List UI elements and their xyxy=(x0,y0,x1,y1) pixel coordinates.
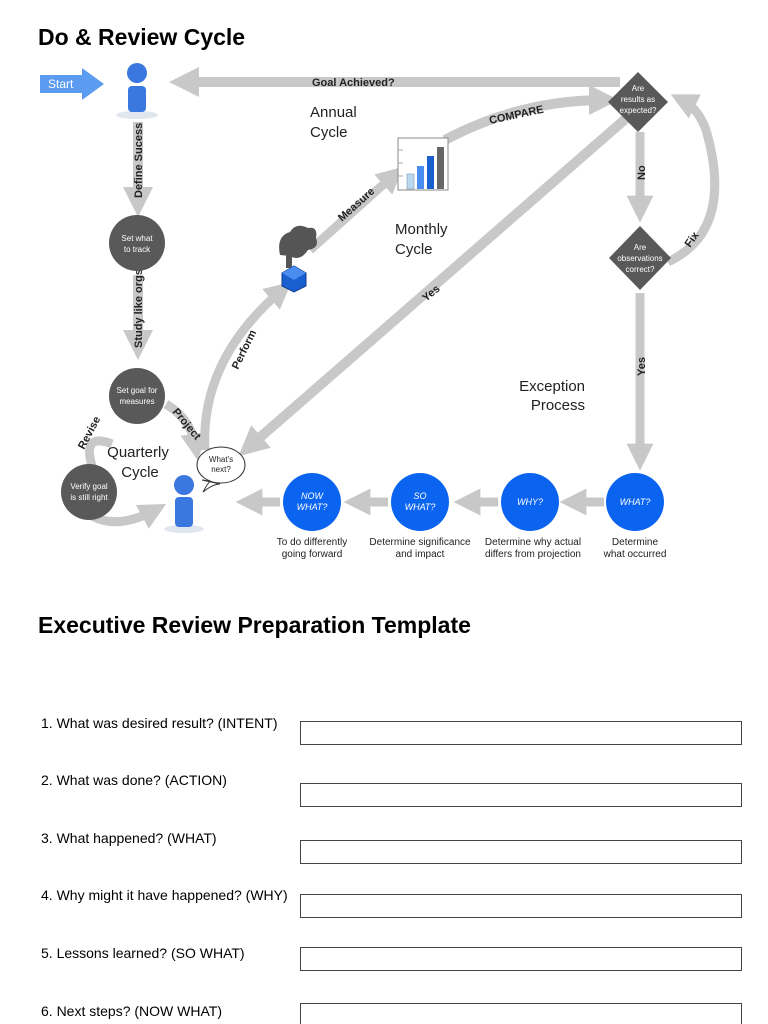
start-arrow: Start xyxy=(40,68,104,100)
monthly-cycle-line1: Monthly xyxy=(395,221,448,238)
caption-why-2: differs from projection xyxy=(485,549,581,560)
set-goal-line2: measures xyxy=(119,397,154,406)
node-verify-goal: Verify goal is still right xyxy=(61,464,117,520)
what-line1: WHAT? xyxy=(620,497,651,507)
exception-process-line1: Exception xyxy=(519,378,585,395)
whats-next-bubble: What's next? xyxy=(196,446,246,493)
step-what: WHAT? xyxy=(606,473,664,531)
why-line1: WHY? xyxy=(517,497,543,507)
measure-arrow xyxy=(307,166,404,254)
results-expected-line2: results as xyxy=(621,95,655,104)
set-what-line2: to track xyxy=(124,245,151,254)
whats-next-line1: What's xyxy=(209,455,233,464)
node-set-what-to-track: Set what to track xyxy=(109,215,165,271)
quarterly-cycle-line1: Quarterly xyxy=(107,444,169,461)
question-3-field[interactable] xyxy=(300,840,742,864)
yes-down-label: Yes xyxy=(636,357,648,376)
caption-so-what-1: Determine significance xyxy=(369,537,471,548)
page-title: Do & Review Cycle xyxy=(38,24,246,50)
question-6-field[interactable] xyxy=(300,1003,742,1024)
define-success-label: Define Sucess xyxy=(133,123,145,198)
caption-now-what-1: To do differently xyxy=(277,537,347,548)
question-3-label: 3. What happened? (WHAT) xyxy=(41,830,217,846)
perform-arrow xyxy=(200,281,292,451)
set-what-line1: Set what xyxy=(121,234,153,243)
project-arrow xyxy=(163,400,208,461)
measure-label: Measure xyxy=(336,185,377,224)
step-why: WHY? xyxy=(501,473,559,531)
question-5-label: 5. Lessons learned? (SO WHAT) xyxy=(41,945,245,961)
decision-results-expected: Are results as expected? xyxy=(608,72,668,132)
annual-cycle-line1: Annual xyxy=(310,104,357,121)
node-set-goal: Set goal for measures xyxy=(109,368,165,424)
start-label: Start xyxy=(48,77,74,91)
goal-achieved-label: Goal Achieved? xyxy=(312,77,395,89)
revise-arrow xyxy=(85,436,114,468)
verify-goal-line2: is still right xyxy=(70,493,108,502)
observations-correct-line3: correct? xyxy=(626,265,655,274)
study-orgs-label: Study like orgs xyxy=(133,269,145,348)
observations-correct-line1: Are xyxy=(634,243,647,252)
caption-so-what-2: and impact xyxy=(396,549,445,560)
results-expected-line1: Are xyxy=(632,84,645,93)
question-6-label: 6. Next steps? (NOW WHAT) xyxy=(41,1003,222,1019)
step-so-what: SO WHAT? xyxy=(391,473,449,531)
fix-arrow xyxy=(665,94,720,267)
observations-correct-line2: observations xyxy=(617,254,662,263)
bar-chart-icon xyxy=(397,137,449,191)
now-what-line1: NOW xyxy=(301,491,325,501)
question-1-field[interactable] xyxy=(300,721,742,745)
template-title: Executive Review Preparation Template xyxy=(38,612,471,638)
caption-what-2: what occurred xyxy=(603,549,667,560)
question-5-field[interactable] xyxy=(300,947,742,971)
person-icon-top xyxy=(116,63,158,119)
do-review-cycle-diagram: Start Goal Achieved? Define Sucess Study… xyxy=(40,63,720,560)
verify-goal-line1: Verify goal xyxy=(70,482,108,491)
whats-next-line2: next? xyxy=(211,465,231,474)
now-what-line2: WHAT? xyxy=(297,502,328,512)
results-expected-line3: expected? xyxy=(620,106,657,115)
set-goal-line1: Set goal for xyxy=(117,386,158,395)
factory-icon xyxy=(279,225,317,293)
so-what-line1: SO xyxy=(413,491,426,501)
project-label: Project xyxy=(170,406,203,443)
yes-arrow xyxy=(238,111,634,457)
caption-now-what-2: going forward xyxy=(282,549,343,560)
caption-what-1: Determine xyxy=(612,537,659,548)
quarterly-cycle-line2: Cycle xyxy=(121,464,159,481)
annual-cycle-line2: Cycle xyxy=(310,124,348,141)
no-label: No xyxy=(636,165,648,180)
question-1-label: 1. What was desired result? (INTENT) xyxy=(41,715,278,731)
caption-why-1: Determine why actual xyxy=(485,537,581,548)
question-4-label: 4. Why might it have happened? (WHY) xyxy=(41,887,288,903)
question-2-label: 2. What was done? (ACTION) xyxy=(41,772,227,788)
question-4-field[interactable] xyxy=(300,894,742,918)
exception-process-line2: Process xyxy=(531,397,585,414)
so-what-line2: WHAT? xyxy=(405,502,436,512)
decision-observations-correct: Are observations correct? xyxy=(609,226,671,290)
flow-arrows xyxy=(85,67,720,529)
question-2-field[interactable] xyxy=(300,783,742,807)
monthly-cycle-line2: Cycle xyxy=(395,241,433,258)
person-icon-bottom xyxy=(164,475,204,533)
step-now-what: NOW WHAT? xyxy=(283,473,341,531)
compare-arrow xyxy=(442,85,619,145)
